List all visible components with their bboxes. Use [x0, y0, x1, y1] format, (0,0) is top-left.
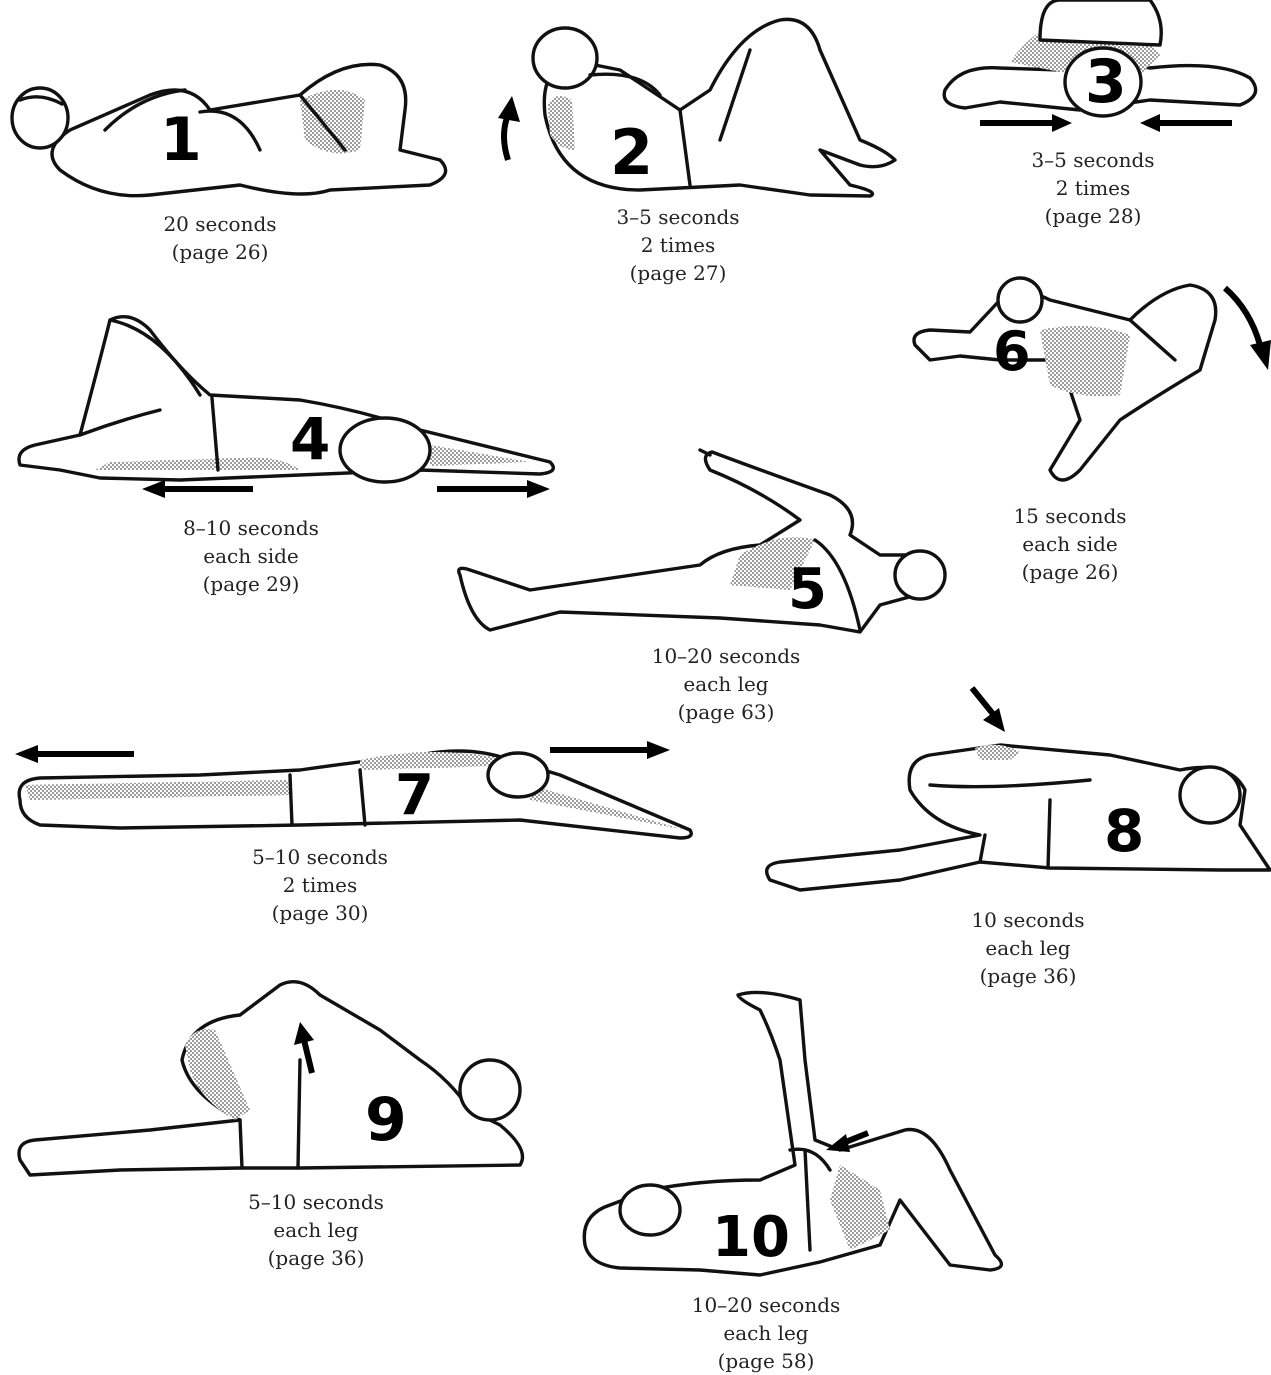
stretch-number-8: 8 [1104, 802, 1144, 860]
caption-line: (page 26) [970, 558, 1170, 586]
figure-8-quad-stretch [767, 745, 1270, 890]
stretch-number-3: 3 [1085, 52, 1127, 112]
arrow-pair-4 [142, 480, 550, 498]
caption-line: 10–20 seconds [666, 1291, 866, 1319]
caption-line: 10–20 seconds [626, 642, 826, 670]
arrow-pair-7 [15, 741, 670, 763]
caption-line: 3–5 seconds [578, 203, 778, 231]
stretch-caption-6: 15 seconds each side (page 26) [970, 502, 1170, 586]
stretch-caption-4: 8–10 seconds each side (page 29) [151, 514, 351, 598]
caption-line: (page 36) [928, 962, 1128, 990]
caption-line: each side [970, 530, 1170, 558]
caption-line: (page 30) [220, 899, 420, 927]
caption-line: each side [151, 542, 351, 570]
caption-line: each leg [666, 1319, 866, 1347]
caption-line: (page 36) [216, 1244, 416, 1272]
caption-line: 10 seconds [928, 906, 1128, 934]
stretch-caption-10: 10–20 seconds each leg (page 58) [666, 1291, 866, 1375]
stretch-caption-8: 10 seconds each leg (page 36) [928, 906, 1128, 990]
stretch-caption-1: 20 seconds (page 26) [120, 210, 320, 266]
stretch-caption-2: 3–5 seconds 2 times (page 27) [578, 203, 778, 287]
stretch-caption-9: 5–10 seconds each leg (page 36) [216, 1188, 416, 1272]
caption-line: 2 times [578, 231, 778, 259]
stretch-number-6: 6 [993, 325, 1031, 379]
stretch-number-7: 7 [395, 768, 434, 824]
stretch-number-10: 10 [712, 1210, 790, 1266]
figure-4-arms-extended [19, 317, 553, 482]
caption-line: 3–5 seconds [993, 146, 1193, 174]
figure-1-knee-to-chest [12, 64, 446, 195]
caption-line: each leg [626, 670, 826, 698]
stretch-caption-5: 10–20 seconds each leg (page 63) [626, 642, 826, 726]
caption-line: 5–10 seconds [216, 1188, 416, 1216]
figure-9-quad-stretch [19, 982, 523, 1175]
caption-line: (page 27) [578, 259, 778, 287]
stretch-caption-7: 5–10 seconds 2 times (page 30) [220, 843, 420, 927]
stretch-caption-3: 3–5 seconds 2 times (page 28) [993, 146, 1193, 230]
stretch-number-9: 9 [365, 1090, 407, 1150]
stretch-number-5: 5 [788, 562, 827, 618]
caption-line: each leg [928, 934, 1128, 962]
caption-line: 2 times [993, 174, 1193, 202]
caption-line: (page 63) [626, 698, 826, 726]
stretch-number-2: 2 [610, 122, 653, 184]
caption-line: 15 seconds [970, 502, 1170, 530]
figure-10-hamstring [584, 992, 1001, 1275]
caption-line: 2 times [220, 871, 420, 899]
caption-line: (page 58) [666, 1347, 866, 1375]
figure-2-head-lift [533, 19, 895, 196]
caption-line: each leg [216, 1216, 416, 1244]
arrow-curved-6 [1225, 288, 1271, 370]
caption-line: 20 seconds [120, 210, 320, 238]
arrow-up-curved-2 [498, 96, 520, 160]
figure-5-leg-pull [459, 450, 945, 632]
arrow-diagonal-8 [972, 688, 1005, 732]
figure-7-full-body [19, 751, 691, 838]
stretch-number-1: 1 [160, 110, 202, 170]
caption-line: 8–10 seconds [151, 514, 351, 542]
caption-line: (page 29) [151, 570, 351, 598]
caption-line: (page 28) [993, 202, 1193, 230]
caption-line: 5–10 seconds [220, 843, 420, 871]
figure-6-twist [914, 278, 1216, 480]
stretch-number-4: 4 [290, 410, 330, 468]
caption-line: (page 26) [120, 238, 320, 266]
